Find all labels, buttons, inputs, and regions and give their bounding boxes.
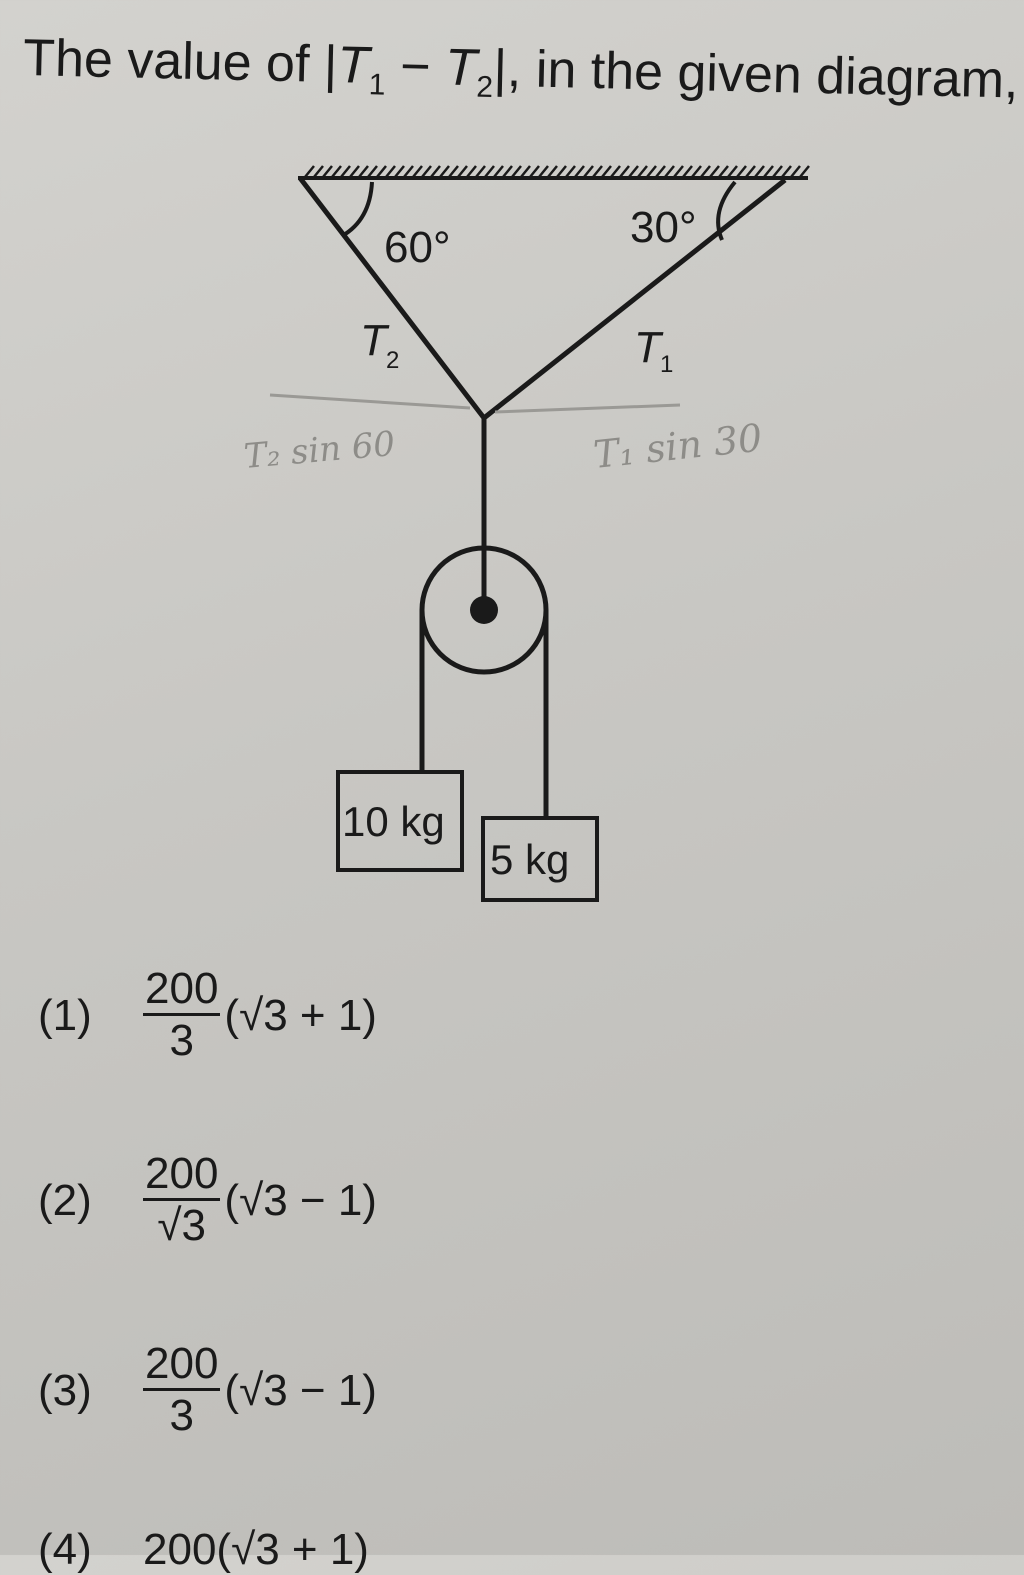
- hatch-mark: [754, 165, 765, 178]
- hatch-mark: [475, 165, 486, 178]
- hatch-mark: [727, 165, 738, 178]
- hatch-mark: [664, 165, 675, 178]
- hatch-mark: [565, 165, 576, 178]
- denominator: 3: [169, 1016, 194, 1066]
- hatch-mark: [655, 165, 666, 178]
- hatch-mark: [529, 165, 540, 178]
- string-left: [298, 176, 486, 420]
- t2-label: T: [360, 316, 390, 365]
- fraction: 200√3: [143, 1149, 221, 1251]
- hatch-mark: [682, 165, 693, 178]
- angle-arc-right: [716, 180, 737, 241]
- hatch-mark: [709, 165, 720, 178]
- hatch-mark: [340, 165, 351, 178]
- hatch-mark: [394, 165, 405, 178]
- hatch-mark: [691, 165, 702, 178]
- hatch-mark: [745, 165, 756, 178]
- hatch-mark: [520, 165, 531, 178]
- denominator: 3: [181, 1198, 207, 1251]
- hatch-mark: [547, 165, 558, 178]
- hatch-mark: [493, 165, 504, 178]
- option-number: (2): [38, 1175, 92, 1225]
- string-right: [482, 178, 787, 420]
- handwritten-note-left: T₂ sin 60: [242, 424, 396, 477]
- hatch-mark: [403, 165, 414, 178]
- hatch-mark: [772, 165, 783, 178]
- hatch-mark: [349, 165, 360, 178]
- option-number: (1): [38, 990, 92, 1040]
- angle-30-label: 30°: [630, 203, 697, 252]
- t1-label: T: [634, 323, 664, 372]
- hatch-mark: [637, 165, 648, 178]
- expression: (√3 − 1): [224, 1175, 377, 1225]
- mass-5kg-label: 5 kg: [490, 836, 569, 883]
- hatch-mark: [313, 165, 324, 178]
- hatch-mark: [511, 165, 522, 178]
- hatch-mark: [583, 165, 594, 178]
- hatch-mark: [466, 165, 477, 178]
- hatch-mark: [322, 165, 333, 178]
- numerator: 200: [143, 964, 221, 1017]
- numerator: 200: [143, 1149, 221, 1202]
- t1-sub: 1: [660, 351, 673, 378]
- hatch-mark: [718, 165, 729, 178]
- hatch-mark: [457, 165, 468, 178]
- hatch-mark: [646, 165, 657, 178]
- hatch-mark: [412, 165, 423, 178]
- hatch-mark: [790, 165, 801, 178]
- option-number: (4): [38, 1525, 92, 1574]
- block-5kg: [481, 816, 599, 902]
- hatch-mark: [628, 165, 639, 178]
- option-number: (3): [38, 1365, 92, 1415]
- handwritten-note-right: T₁ sin 30: [591, 416, 764, 477]
- pulley-axle: [470, 596, 498, 624]
- hatch-mark: [619, 165, 630, 178]
- hatch-mark: [601, 165, 612, 178]
- hatch-mark: [439, 165, 450, 178]
- hatch-mark: [484, 165, 495, 178]
- option-4[interactable]: (4) 200(√3 + 1): [38, 1525, 369, 1575]
- hatch-mark: [763, 165, 774, 178]
- hatch-mark: [358, 165, 369, 178]
- hatch-mark: [556, 165, 567, 178]
- hatch-mark: [781, 165, 792, 178]
- hatch-mark: [331, 165, 342, 178]
- angle-60-label: 60°: [384, 223, 451, 272]
- hatch-mark: [385, 165, 396, 178]
- option-2[interactable]: (2) 200√3 (√3 − 1): [38, 1149, 377, 1252]
- hatch-mark: [421, 165, 432, 178]
- hatch-mark: [538, 165, 549, 178]
- expression: (√3 + 1): [224, 990, 377, 1040]
- hatch-mark: [574, 165, 585, 178]
- hatch-mark: [673, 165, 684, 178]
- hatch-mark: [502, 165, 513, 178]
- hatch-mark: [304, 165, 315, 178]
- block-10kg: [336, 770, 464, 872]
- angle-arc-left: [340, 181, 374, 238]
- mass-10kg-label: 10 kg: [342, 798, 445, 845]
- expression: (√3 − 1): [224, 1365, 377, 1415]
- hatch-mark: [799, 165, 810, 178]
- t2-sub: 2: [386, 347, 399, 374]
- hatch-mark: [376, 165, 387, 178]
- hatch-mark: [430, 165, 441, 178]
- hatch-mark: [448, 165, 459, 178]
- denominator: 3: [169, 1391, 194, 1441]
- ceiling: [298, 165, 810, 180]
- expression: 200(√3 + 1): [143, 1525, 369, 1574]
- hatch-mark: [592, 165, 603, 178]
- hatch-mark: [736, 165, 747, 178]
- hatch-mark: [610, 165, 621, 178]
- hatch-mark: [700, 165, 711, 178]
- numerator: 200: [143, 1339, 221, 1392]
- hatch-mark: [367, 165, 378, 178]
